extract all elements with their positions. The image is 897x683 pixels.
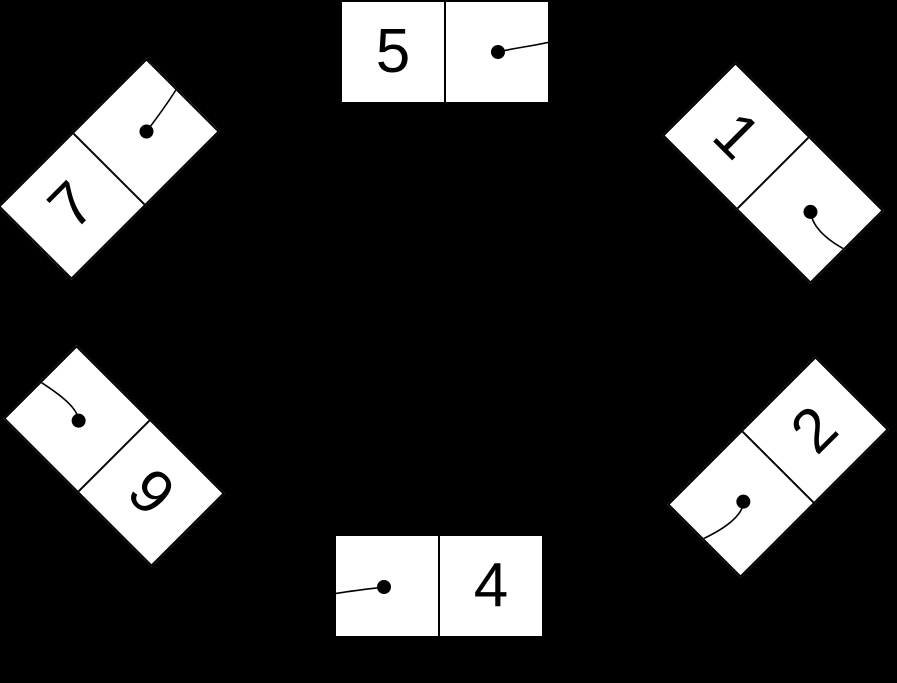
node-pointer-cell xyxy=(446,2,548,102)
node-pointer-cell xyxy=(336,536,440,636)
node-value: 2 xyxy=(777,393,851,467)
list-node-7: 7 xyxy=(0,57,221,281)
list-node-5: 5 xyxy=(340,0,550,104)
next-pointer-icon xyxy=(491,41,548,59)
next-pointer-icon xyxy=(336,580,391,595)
node-data-cell: 5 xyxy=(342,2,446,102)
node-pointer-cell xyxy=(669,430,815,576)
list-node-2: 2 xyxy=(666,355,890,579)
node-value: 9 xyxy=(114,455,188,529)
node-pointer-cell xyxy=(5,347,151,493)
node-value: 7 xyxy=(35,168,109,243)
node-value: 1 xyxy=(699,99,774,173)
node-value: 5 xyxy=(375,17,411,86)
list-node-1: 1 xyxy=(661,61,885,285)
node-value: 4 xyxy=(473,551,509,620)
next-pointer-icon xyxy=(38,380,86,428)
node-data-cell: 4 xyxy=(440,536,542,636)
next-pointer-icon xyxy=(700,494,751,541)
list-node-9: 9 xyxy=(2,344,226,568)
list-node-4: 4 xyxy=(334,534,544,638)
